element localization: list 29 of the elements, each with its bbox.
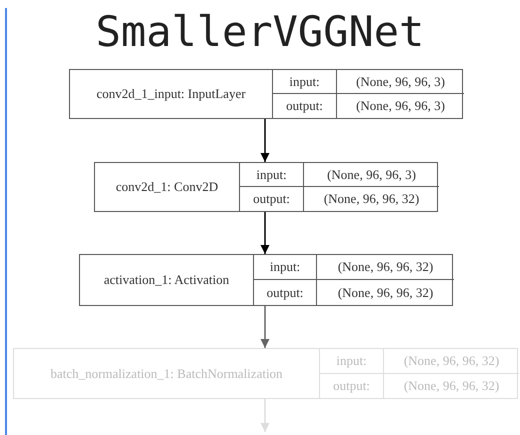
shape-value: (None, 96, 96, 32) [383, 349, 519, 374]
layer-name: activation_1: Activation [102, 271, 230, 289]
port-label: output: [253, 280, 316, 305]
shape-value: (None, 96, 96, 32) [316, 280, 454, 305]
shape-value: (None, 96, 96, 3) [336, 70, 464, 94]
arrow [260, 212, 270, 254]
arrow [260, 399, 270, 432]
diagram-title: SmallerVGGNet [94, 6, 426, 58]
shape-value: (None, 96, 96, 3) [336, 94, 464, 118]
port-label: input: [253, 255, 316, 280]
arrow [260, 306, 270, 348]
port-label: output: [239, 187, 303, 211]
layer-box [69, 69, 463, 119]
layer-box [79, 254, 453, 306]
layer-name: conv2d_1_input: InputLayer [95, 85, 247, 103]
port-label: output: [272, 94, 336, 118]
port-label: input: [319, 349, 383, 374]
shape-value: (None, 96, 96, 32) [383, 374, 519, 398]
shape-value: (None, 96, 96, 32) [303, 187, 439, 211]
layer-name: conv2d_1: Conv2D [114, 178, 220, 196]
layer-box [94, 162, 438, 212]
port-label: output: [319, 374, 383, 398]
port-label: input: [239, 163, 303, 187]
port-label: input: [272, 70, 336, 94]
layer-box [13, 348, 518, 399]
arrow [260, 119, 270, 162]
shape-value: (None, 96, 96, 3) [303, 163, 439, 187]
shape-value: (None, 96, 96, 32) [316, 255, 454, 280]
layer-name: batch_normalization_1: BatchNormalization [49, 364, 284, 382]
